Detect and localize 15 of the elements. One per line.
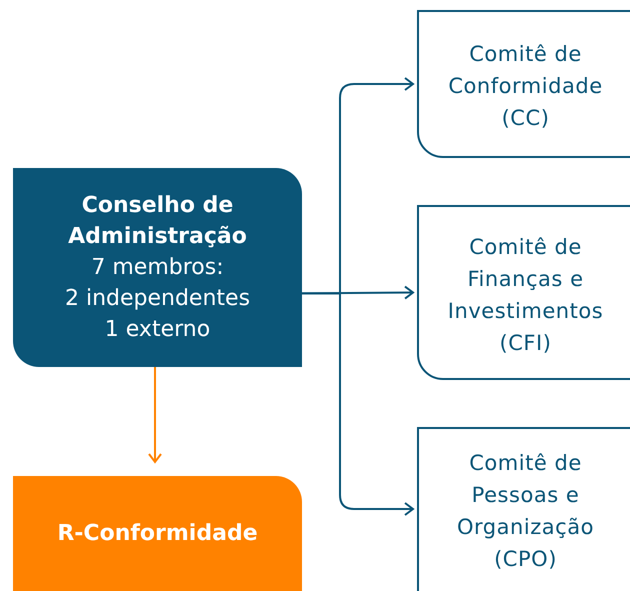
node-text: Comitê de Conformidade (CC) bbox=[447, 41, 604, 132]
node-text: 7 membros: bbox=[91, 254, 224, 282]
node-text: Conselho de Administração bbox=[67, 192, 248, 251]
node-text: 1 externo bbox=[104, 316, 210, 344]
arrow bbox=[302, 292, 414, 516]
committee-box bbox=[417, 10, 630, 158]
committee-box bbox=[417, 427, 630, 591]
arrow bbox=[148, 367, 162, 463]
node-text: R-Conformidade bbox=[57, 520, 258, 548]
node-text: Comitê de Finanças e Investimentos (CFI) bbox=[446, 234, 604, 356]
committee-box bbox=[417, 205, 630, 380]
node-text: 2 independentes bbox=[64, 285, 250, 313]
node-text: Comitê de Pessoas e Organização (CPO) bbox=[456, 450, 596, 573]
board-box bbox=[13, 168, 302, 367]
unit-box bbox=[13, 476, 302, 591]
